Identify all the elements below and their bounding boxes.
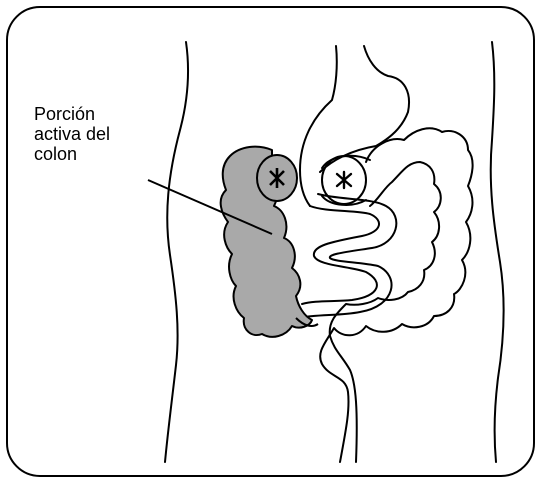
descending-colon-inner bbox=[330, 162, 441, 462]
label-line-3: colon bbox=[34, 144, 110, 164]
torso-left-outline bbox=[165, 42, 188, 462]
label-line-1: Porción bbox=[34, 104, 110, 124]
small-intestine-upper bbox=[302, 206, 379, 304]
active-colon-label: Porción activa del colon bbox=[34, 104, 110, 164]
active-colon bbox=[221, 147, 318, 337]
right-stoma-mark bbox=[337, 172, 351, 188]
label-line-2: activa del bbox=[34, 124, 110, 144]
torso-right-outline bbox=[491, 42, 504, 462]
